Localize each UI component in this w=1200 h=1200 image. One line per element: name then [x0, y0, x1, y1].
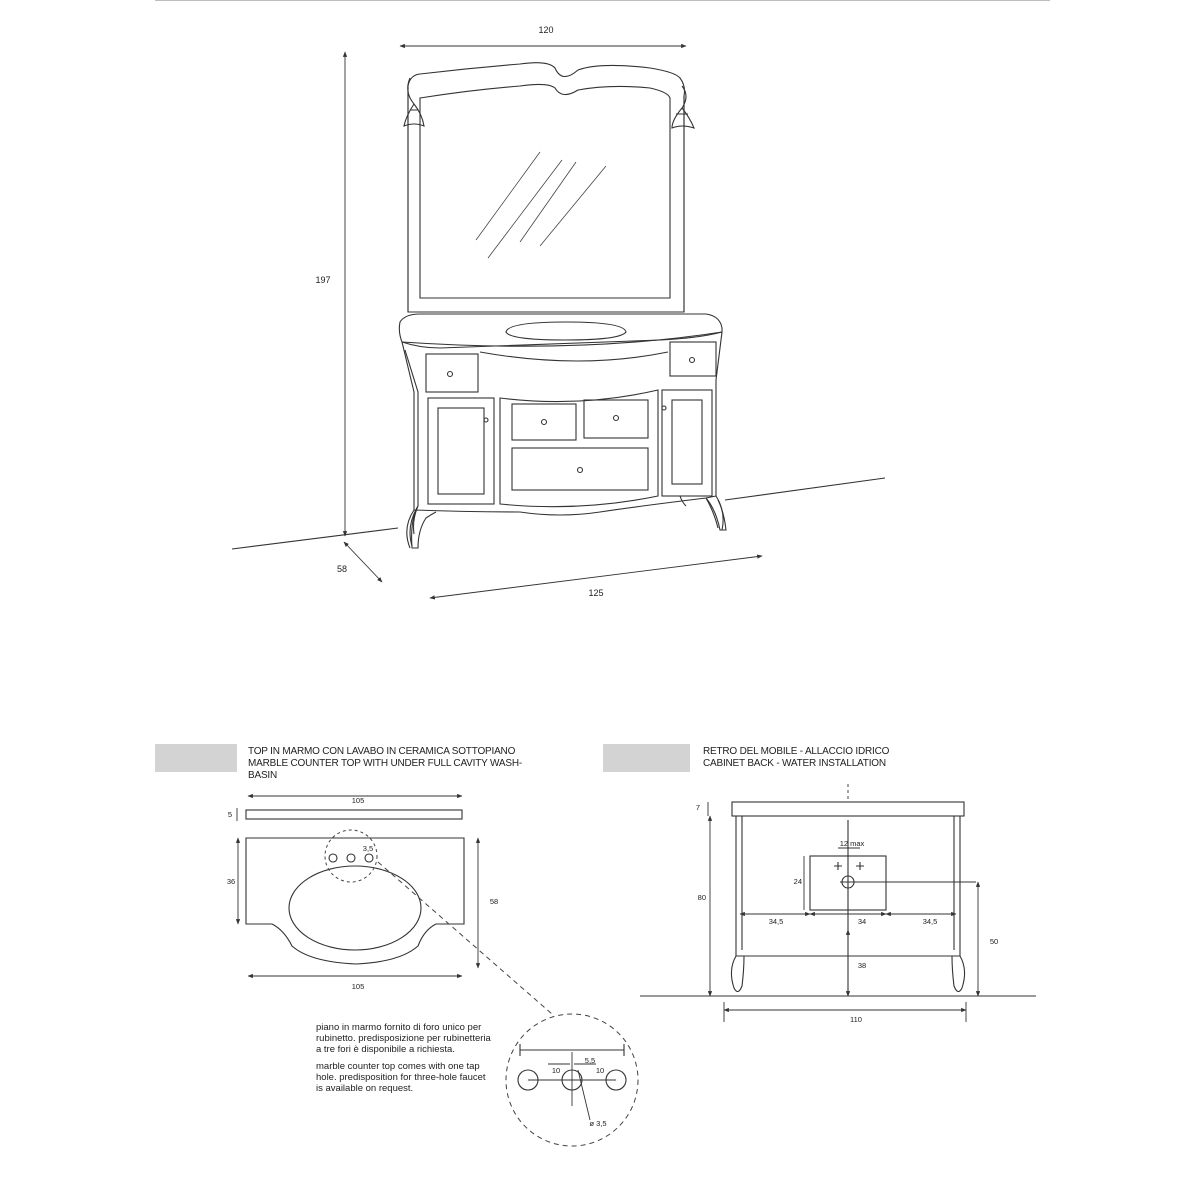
- basin-icon: [505, 321, 627, 341]
- tap-hole-center: [346, 853, 356, 863]
- tap-spacing-label: 3,5: [363, 844, 373, 853]
- drawer-top-left: [425, 353, 479, 393]
- tap-hole-left: [328, 853, 338, 863]
- top-detail-caption-en: MARBLE COUNTER TOP WITH UNDER FULL CAVIT…: [248, 758, 522, 781]
- vanity-elevation: 120 197 58 125: [231, 25, 886, 600]
- back-right-leg: [951, 955, 966, 993]
- detail-leader-line: [377, 861, 553, 1015]
- back-left-leg: [730, 955, 745, 993]
- back-detail-caption-en: CABINET BACK - WATER INSTALLATION: [703, 758, 886, 769]
- vanity-legs: [411, 495, 727, 549]
- counter-top-detail: 105 5 3,5 36 58 105 10 10: [227, 793, 639, 1147]
- counter-top-note-en: marble counter top comes with one tap ho…: [316, 1061, 486, 1094]
- total-width-label: 110: [850, 1015, 862, 1024]
- door-right: [661, 389, 713, 497]
- height-label: 197: [315, 275, 330, 285]
- width-top-label: 120: [538, 25, 553, 35]
- depth-label: 58: [337, 564, 347, 574]
- depth-left-label: 36: [227, 877, 235, 886]
- top-thickness-label: 7: [696, 803, 700, 812]
- top-detail-header-bar: [155, 744, 237, 772]
- mirror: [403, 62, 695, 313]
- top-detail-caption-it: TOP IN MARMO CON LAVABO IN CERAMICA SOTT…: [248, 746, 516, 757]
- right-lamp-icon: [671, 85, 695, 129]
- back-top-slab: [731, 801, 965, 817]
- depth-right-label: 58: [490, 897, 498, 906]
- cabinet-height-label: 80: [698, 893, 706, 902]
- vanity-countertop: [398, 313, 723, 347]
- top-detail-caption: TOP IN MARMO CON LAVABO IN CERAMICA SOTT…: [248, 746, 548, 782]
- zoom-offset-label: 5,5: [585, 1056, 595, 1065]
- zoom-spacing-a-label: 10: [552, 1066, 560, 1075]
- detail-callout-circle: [324, 829, 378, 883]
- zoom-diameter-label: ø 3,5: [589, 1119, 606, 1128]
- max-spacing-label: 12 max: [840, 839, 865, 848]
- bottom-width-label: 105: [352, 982, 365, 991]
- counter-top-plan: [245, 837, 465, 965]
- drawer-center-bottom: [511, 447, 649, 491]
- thickness-label: 5: [228, 810, 232, 819]
- outlet-height-label: 50: [990, 937, 998, 946]
- opening-width-label: 34: [858, 917, 866, 926]
- depth-dim-line: [343, 541, 383, 583]
- drain-height-label: 38: [858, 961, 866, 970]
- back-detail-caption: RETRO DEL MOBILE - ALLACCIO IDRICO CABIN…: [703, 746, 933, 770]
- door-left: [427, 397, 495, 505]
- side-right-label: 34,5: [923, 917, 938, 926]
- zoom-spacing-b-label: 10: [596, 1066, 604, 1075]
- drawer-center-right: [583, 399, 649, 439]
- opening-height-label: 24: [794, 877, 802, 886]
- width-base-dim-line: [429, 554, 763, 600]
- cold-water-icon: [856, 862, 864, 870]
- back-detail-caption-it: RETRO DEL MOBILE - ALLACCIO IDRICO: [703, 746, 890, 757]
- floor-line: [231, 477, 886, 550]
- counter-top-note: piano in marmo fornito di foro unico per…: [316, 1022, 491, 1100]
- drawer-top-right: [669, 341, 717, 377]
- side-left-label: 34,5: [769, 917, 784, 926]
- tap-hole-right: [364, 853, 374, 863]
- top-width-label: 105: [352, 796, 365, 805]
- top-border-line: [155, 0, 1050, 1]
- zoom-circle: [505, 1013, 639, 1147]
- hot-water-icon: [834, 862, 842, 870]
- wash-basin-outline: [288, 865, 422, 951]
- width-base-label: 125: [588, 588, 603, 598]
- counter-top-note-it: piano in marmo fornito di foro unico per…: [316, 1022, 491, 1055]
- left-lamp-icon: [403, 77, 425, 127]
- slab-edge-view: [245, 809, 463, 820]
- drawer-center-left: [511, 403, 577, 441]
- back-detail-header-bar: [603, 744, 690, 772]
- cabinet-back-detail: 7 12 max 24 80 34,5 34 34,5 38 50: [640, 784, 1036, 1024]
